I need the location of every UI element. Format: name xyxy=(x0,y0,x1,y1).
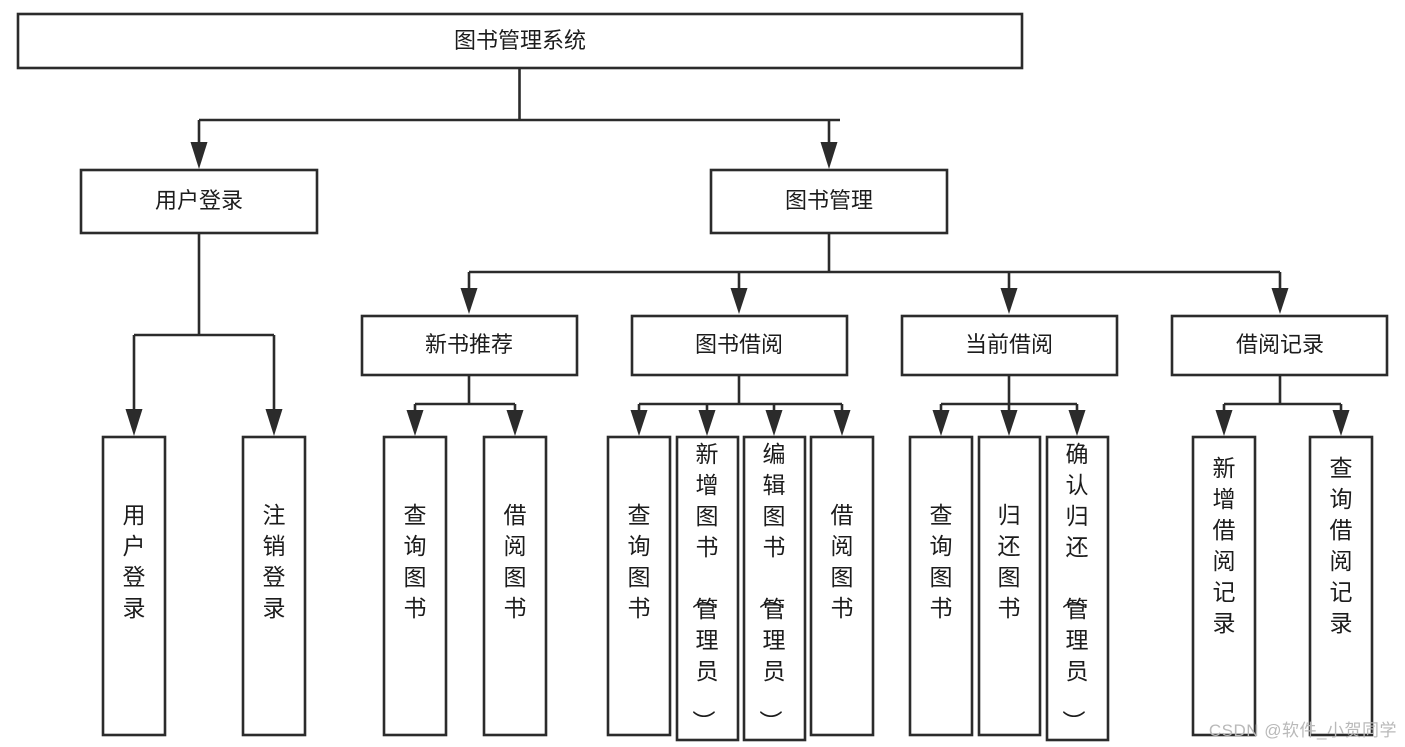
arrow-head-leaf-query-book-2 xyxy=(630,410,648,436)
node-root-label: 图书管理系统 xyxy=(454,28,586,53)
node-leaf-user-login[interactable]: 用户登录 xyxy=(101,435,167,737)
node-leaf-query-book-3[interactable]: 查询图书 xyxy=(908,435,974,737)
arrow-head-borrow-record xyxy=(1271,288,1289,314)
arrow-head-leaf-add-record xyxy=(1215,410,1233,436)
node-leaf-logout-login-label: 注销登录 xyxy=(263,502,286,621)
connector-layer xyxy=(125,68,1350,436)
node-leaf-borrow-book-1-box[interactable] xyxy=(482,435,548,737)
node-leaf-user-login-label: 用户登录 xyxy=(123,502,146,621)
node-leaf-add-book-box[interactable] xyxy=(675,435,740,742)
node-leaf-query-record[interactable]: 查询借阅记录 xyxy=(1308,435,1374,737)
node-leaf-edit-book[interactable]: 编辑图书（管理员） xyxy=(742,435,807,742)
node-leaf-borrow-book-1-label: 借阅图书 xyxy=(504,502,527,621)
node-leaf-logout-login-box[interactable] xyxy=(241,435,307,737)
node-leaf-edit-book-box[interactable] xyxy=(742,435,807,742)
node-leaf-borrow-book-1[interactable]: 借阅图书 xyxy=(482,435,548,737)
node-book-manage[interactable]: 图书管理 xyxy=(709,168,949,235)
node-leaf-logout-login[interactable]: 注销登录 xyxy=(241,435,307,737)
arrow-head-current-borrow xyxy=(1000,288,1018,314)
node-leaf-return-book[interactable]: 归还图书 xyxy=(977,435,1042,737)
node-borrow-record-label: 借阅记录 xyxy=(1236,332,1324,357)
node-borrow-record-box[interactable] xyxy=(1170,314,1389,377)
arrow-head-leaf-user-login xyxy=(125,409,143,436)
arrow-head-leaf-add-book xyxy=(698,410,716,436)
node-current-borrow-box[interactable] xyxy=(900,314,1119,377)
arrow-head-leaf-query-book-1 xyxy=(406,410,424,436)
node-leaf-query-book-2-box[interactable] xyxy=(606,435,672,737)
node-leaf-query-book-1-box[interactable] xyxy=(382,435,448,737)
arrow-head-book-borrow xyxy=(730,288,748,314)
node-book-manage-label: 图书管理 xyxy=(785,188,873,213)
csdn-watermark: CSDN @软件_小贺同学 xyxy=(1208,721,1397,740)
node-leaf-borrow-book-2-box[interactable] xyxy=(809,435,875,737)
node-current-borrow-label: 当前借阅 xyxy=(965,332,1053,357)
node-leaf-return-book-box[interactable] xyxy=(977,435,1042,737)
node-leaf-query-book-2[interactable]: 查询图书 xyxy=(606,435,672,737)
node-leaf-query-book-3-box[interactable] xyxy=(908,435,974,737)
node-leaf-add-record[interactable]: 新增借阅记录 xyxy=(1191,435,1257,737)
node-leaf-add-record-box[interactable] xyxy=(1191,435,1257,737)
arrow-head-leaf-confirm-return xyxy=(1068,410,1086,436)
node-user-login-label: 用户登录 xyxy=(155,188,243,213)
node-leaf-return-book-label: 归还图书 xyxy=(998,502,1021,621)
arrow-head-book-manage xyxy=(820,142,838,169)
node-book-borrow-box[interactable] xyxy=(630,314,849,377)
arrow-head-leaf-borrow-book-1 xyxy=(506,410,524,436)
arrow-head-leaf-query-record xyxy=(1332,410,1350,436)
node-book-borrow[interactable]: 图书借阅 xyxy=(630,314,849,377)
node-book-manage-box[interactable] xyxy=(709,168,949,235)
node-leaf-confirm-return[interactable]: 确认归还（管理员） xyxy=(1045,435,1110,742)
arrow-head-leaf-return-book xyxy=(1000,410,1018,436)
node-leaf-query-record-label: 查询借阅记录 xyxy=(1330,455,1353,636)
node-leaf-borrow-book-2-label: 借阅图书 xyxy=(831,502,854,621)
node-leaf-query-book-2-label: 查询图书 xyxy=(628,502,651,621)
node-leaf-user-login-box[interactable] xyxy=(101,435,167,737)
node-user-login-box[interactable] xyxy=(79,168,319,235)
node-new-book-recommend[interactable]: 新书推荐 xyxy=(360,314,579,377)
arrow-head-new-book-recommend xyxy=(460,288,478,314)
node-leaf-borrow-book-2[interactable]: 借阅图书 xyxy=(809,435,875,737)
node-leaf-confirm-return-label: 确认归还（管理员） xyxy=(1061,441,1089,733)
arrow-head-user-login xyxy=(190,142,208,169)
arrow-head-leaf-logout-login xyxy=(265,409,283,436)
node-leaf-add-book-label: 新增图书（管理员） xyxy=(691,441,719,733)
node-current-borrow[interactable]: 当前借阅 xyxy=(900,314,1119,377)
node-user-login[interactable]: 用户登录 xyxy=(79,168,319,235)
node-book-borrow-label: 图书借阅 xyxy=(695,332,783,357)
node-leaf-edit-book-label: 编辑图书（管理员） xyxy=(758,441,786,733)
node-leaf-query-book-1[interactable]: 查询图书 xyxy=(382,435,448,737)
node-leaf-query-book-3-label: 查询图书 xyxy=(930,502,953,621)
node-leaf-add-record-label: 新增借阅记录 xyxy=(1213,455,1236,636)
node-root[interactable]: 图书管理系统 xyxy=(16,12,1024,70)
arrow-head-leaf-borrow-book-2 xyxy=(833,410,851,436)
arrow-head-leaf-query-book-3 xyxy=(932,410,950,436)
node-borrow-record[interactable]: 借阅记录 xyxy=(1170,314,1389,377)
node-leaf-query-record-box[interactable] xyxy=(1308,435,1374,737)
node-leaf-query-book-1-label: 查询图书 xyxy=(404,502,427,621)
arrow-head-leaf-edit-book xyxy=(765,410,783,436)
node-new-book-recommend-label: 新书推荐 xyxy=(425,332,513,357)
node-root-box[interactable] xyxy=(16,12,1024,70)
node-leaf-confirm-return-box[interactable] xyxy=(1045,435,1110,742)
node-leaf-add-book[interactable]: 新增图书（管理员） xyxy=(675,435,740,742)
node-new-book-recommend-box[interactable] xyxy=(360,314,579,377)
